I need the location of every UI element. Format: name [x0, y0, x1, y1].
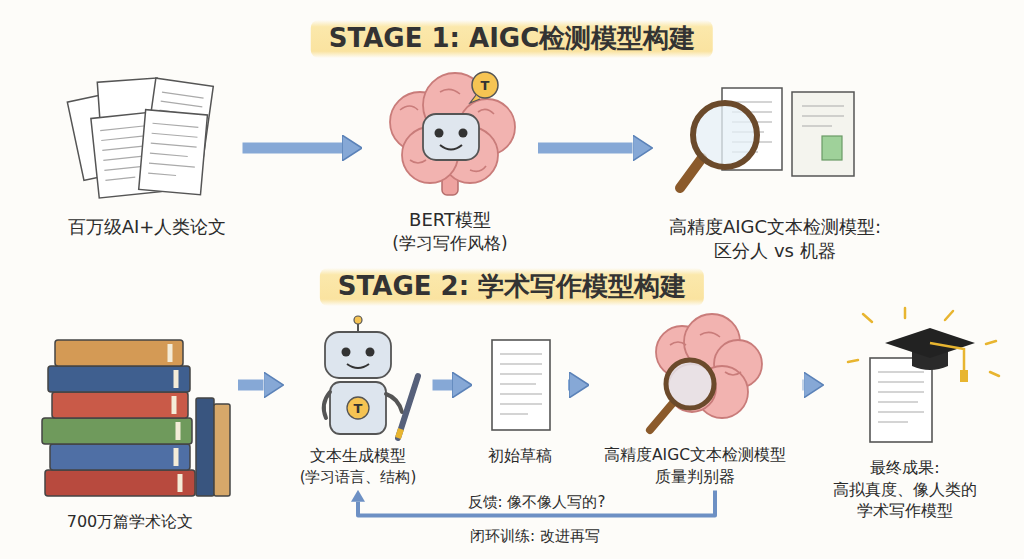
step-caption: 高精度AIGC文本检测模型 — [602, 445, 789, 466]
book-stack-icon — [42, 340, 230, 496]
paper-stack-icon — [67, 78, 213, 198]
flow-arrow — [433, 380, 453, 391]
detector-magnifier-icon — [680, 88, 854, 188]
brain-robot-icon — [390, 72, 515, 195]
step-subcaption: (学习写作风格) — [376, 232, 524, 255]
flow-arrow — [538, 143, 633, 154]
illustration-space — [828, 315, 982, 457]
illustrated-step: 最终成果:高拟真度、像人类的学术写作模型 — [822, 315, 988, 522]
loop-note: 闭环训练: 改进再写 — [470, 527, 600, 547]
writer-robot-icon — [324, 316, 418, 438]
illustrated-step: 700万篇学术论文 — [30, 315, 230, 533]
illustrated-step: 高精度AIGC文本检测模型:区分人 vs 机器 — [661, 70, 890, 264]
illustration-space — [602, 315, 789, 445]
illustration-space — [486, 335, 554, 445]
feedback-arrow — [358, 491, 715, 516]
icon-letter: T — [481, 79, 490, 92]
step-caption: 700万篇学术论文 — [36, 511, 224, 533]
illustration-space — [376, 70, 524, 208]
step-caption: 高精度AIGC文本检测模型: — [667, 215, 884, 239]
step-subcaption: 质量判别器 — [602, 466, 789, 488]
illustration-space — [298, 315, 419, 445]
flow-arrow — [238, 380, 264, 391]
flow-arrow — [568, 380, 569, 391]
illustrated-step: 高精度AIGC文本检测模型质量判别器 — [596, 315, 795, 488]
illustration-space — [66, 70, 229, 215]
draft-document-icon — [492, 340, 550, 430]
step-subcaption: 高拟真度、像人类的学术写作模型 — [830, 479, 980, 522]
step-caption: BERT模型 — [376, 208, 524, 232]
step-caption: 最终成果: — [828, 457, 982, 479]
step-subcaption: (学习语言、结构) — [298, 467, 419, 487]
illustration-space — [667, 70, 884, 215]
illustrated-step: 百万级AI+人类论文 — [60, 70, 235, 239]
step-subcaption: 区分人 vs 机器 — [667, 239, 884, 263]
stage-heading: STAGE 2: 学术写作模型构建 — [320, 268, 704, 306]
graduation-document-icon — [848, 308, 999, 442]
flow-arrow — [243, 143, 343, 154]
illustrated-step: 初始草稿 — [480, 335, 560, 467]
discriminator-icon — [650, 314, 762, 430]
illustration-space — [36, 315, 224, 511]
step-caption: 百万级AI+人类论文 — [66, 215, 229, 239]
edge-label: 反馈: 像不像人写的? — [464, 492, 610, 512]
illustrated-step: BERT模型(学习写作风格) — [370, 70, 530, 255]
step-caption: 初始草稿 — [486, 445, 554, 467]
icon-letter: T — [354, 402, 363, 415]
flow-arrow — [803, 380, 804, 391]
step-caption: 文本生成模型 — [298, 445, 419, 467]
stage-heading: STAGE 1: AIGC检测模型构建 — [311, 20, 713, 58]
